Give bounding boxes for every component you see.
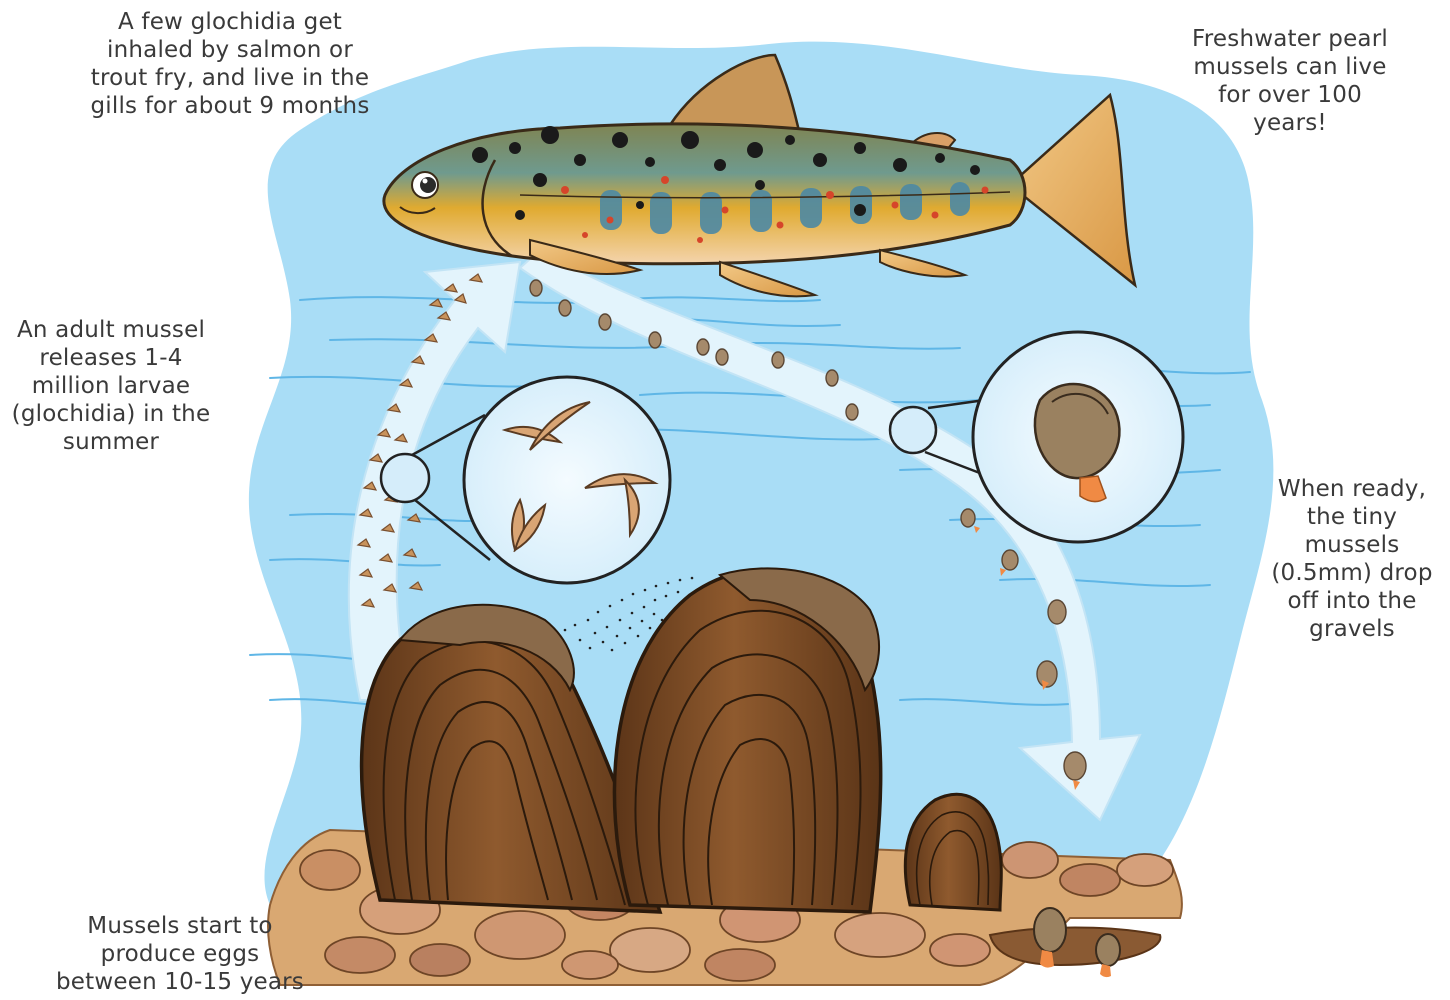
caption-eggs: Mussels start to produce eggs between 10… <box>30 912 330 996</box>
caption-fry-gills: A few glochidia get inhaled by salmon or… <box>50 8 410 120</box>
caption-line: million larvae <box>0 372 222 400</box>
caption-line: releases 1-4 <box>0 344 222 372</box>
caption-drop-off: When ready, the tiny mussels (0.5mm) dro… <box>1262 475 1442 643</box>
caption-line: between 10-15 years <box>30 968 330 996</box>
caption-line: produce eggs <box>30 940 330 968</box>
caption-line: An adult mussel <box>0 316 222 344</box>
caption-line: (glochidia) in the <box>0 400 222 428</box>
caption-line: gravels <box>1262 615 1442 643</box>
caption-line: (0.5mm) drop <box>1262 559 1442 587</box>
caption-line: Mussels start to <box>30 912 330 940</box>
caption-line: gills for about 9 months <box>50 92 410 120</box>
caption-line: mussels <box>1262 531 1442 559</box>
caption-line: When ready, <box>1262 475 1442 503</box>
caption-line: years! <box>1160 109 1420 137</box>
caption-line: trout fry, and live in the <box>50 64 410 92</box>
caption-line: mussels can live <box>1160 53 1420 81</box>
caption-release: An adult mussel releases 1-4 million lar… <box>0 316 222 456</box>
caption-lifespan: Freshwater pearl mussels can live for ov… <box>1160 25 1420 137</box>
magnifier-icon <box>381 454 429 502</box>
caption-line: the tiny <box>1262 503 1442 531</box>
caption-line: summer <box>0 428 222 456</box>
caption-line: Freshwater pearl <box>1160 25 1420 53</box>
caption-line: off into the <box>1262 587 1442 615</box>
caption-line: for over 100 <box>1160 81 1420 109</box>
caption-line: A few glochidia get <box>50 8 410 36</box>
caption-line: inhaled by salmon or <box>50 36 410 64</box>
